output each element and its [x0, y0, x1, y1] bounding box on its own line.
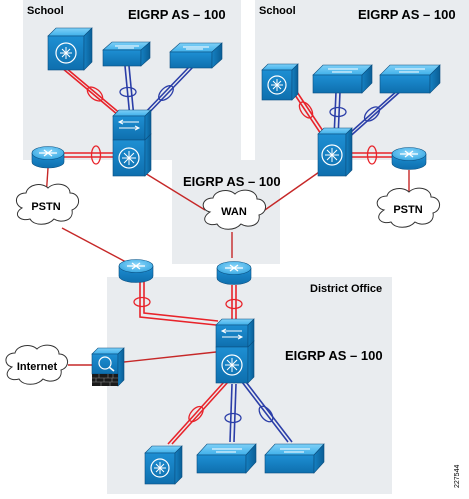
etherchannel-right-router: [366, 145, 378, 165]
wan-as-label: EIGRP AS – 100: [183, 174, 281, 189]
etherchannel-left-1: [86, 86, 104, 102]
modular-switch-icon-district: [144, 445, 183, 485]
internet-cloud: Internet: [5, 344, 68, 385]
router-icon-school-right: [391, 147, 427, 170]
switch-icon-school-right-2: [379, 64, 441, 94]
modular-switch-icon-school-right: [261, 63, 299, 101]
pstn-cloud-right-label: PSTN: [393, 204, 422, 216]
modular-switch-icon-school-left: [47, 27, 93, 71]
etherchannel-district-router-2: [225, 298, 243, 310]
etherchannel-right-3: [363, 106, 381, 122]
link-right-core-to-wan: [261, 169, 323, 213]
etherchannel-markers: [86, 85, 381, 424]
switch-icon-district-1: [196, 443, 257, 474]
etherchannel-right-1: [298, 101, 314, 119]
link-right-core-to-router: [350, 152, 392, 158]
router-icon-school-left: [31, 146, 65, 169]
link-left-core-to-switch-1: [124, 65, 135, 119]
link-firewall-to-core: [123, 351, 217, 363]
link-left-core-to-wan: [139, 169, 206, 211]
internet-cloud-label: Internet: [17, 361, 58, 373]
switch-icon-school-left-1: [102, 41, 151, 67]
pstn-cloud-left-label: PSTN: [31, 201, 60, 213]
switch-icon-school-left-2: [169, 42, 223, 69]
router-icon-district-2: [216, 261, 252, 285]
link-district-router-1-to-core: [139, 282, 219, 326]
school-right-label: School: [259, 5, 296, 17]
core-switch-icon-school-right: [317, 127, 353, 177]
school-right-as-label: EIGRP AS – 100: [358, 7, 456, 22]
core-switch-icon-district: [215, 318, 255, 384]
link-district-core-to-switch-2: [241, 381, 293, 443]
etherchannel-district-2: [224, 412, 242, 424]
school-left-label: School: [27, 5, 64, 17]
switch-icon-school-right-1: [312, 64, 373, 94]
firewall-icon: [91, 347, 125, 387]
etherchannel-district-router-1: [133, 296, 151, 308]
figure-id: 227544: [454, 465, 461, 488]
etherchannel-district-1: [188, 405, 204, 423]
district-label: District Office: [310, 283, 382, 295]
district-as-label: EIGRP AS – 100: [285, 348, 383, 363]
router-icon-district-1: [118, 259, 154, 283]
etherchannel-right-2: [329, 106, 347, 118]
switch-icon-district-2: [264, 443, 325, 474]
pstn-cloud-left: PSTN: [16, 183, 79, 225]
wan-cloud-label: WAN: [221, 206, 247, 218]
link-pstn-to-district-router-1: [61, 227, 127, 263]
etherchannel-left-2: [119, 86, 137, 98]
core-switch-icon-school-left: [112, 109, 152, 177]
etherchannel-left-router: [90, 145, 102, 165]
link-district-core-to-modular: [167, 381, 229, 445]
school-left-as-label: EIGRP AS – 100: [128, 7, 226, 22]
link-left-core-to-router: [64, 152, 116, 158]
pstn-cloud-right: PSTN: [376, 187, 440, 228]
etherchannel-district-3: [258, 405, 274, 423]
link-district-router-2-to-core: [231, 285, 237, 320]
etherchannel-left-3: [158, 85, 174, 101]
wan-cloud: WAN: [202, 189, 266, 230]
